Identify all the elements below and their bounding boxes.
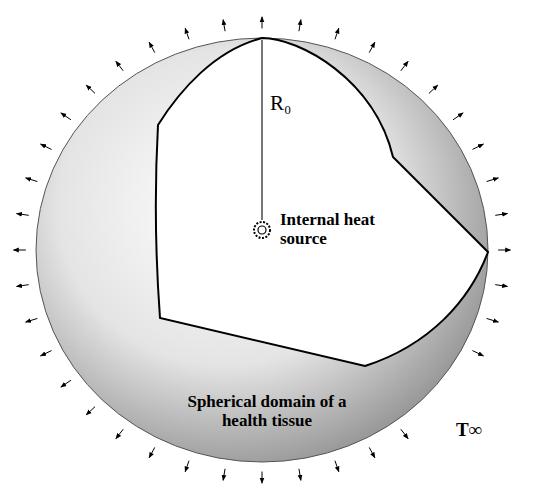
tissue-domain-label: Spherical domain of a health tissue [178, 393, 356, 430]
flux-arrow [223, 20, 225, 32]
flux-arrow [472, 144, 483, 149]
flux-arrow [472, 351, 483, 356]
flux-arrow [401, 61, 408, 70]
flux-arrow [262, 17, 263, 29]
heat-source-ring [254, 222, 270, 238]
heat-flux-arrows [13, 17, 510, 483]
flux-arrow [498, 250, 510, 251]
flux-arrow [262, 472, 263, 484]
flux-arrow [429, 85, 438, 93]
flux-arrow [61, 113, 71, 120]
heat-source-label: Internal heat source [280, 211, 398, 248]
flux-arrow [335, 461, 339, 472]
flux-arrow [40, 351, 51, 356]
flux-arrow [16, 285, 28, 287]
sphere-surface [36, 38, 488, 462]
flux-arrow [335, 28, 339, 39]
flux-arrow [369, 42, 375, 52]
ambient-temperature-label: T∞ [456, 420, 482, 441]
flux-arrow [487, 318, 499, 322]
flux-arrow [13, 250, 25, 251]
flux-arrow [369, 447, 375, 457]
flux-arrow [495, 285, 507, 287]
flux-arrow [61, 380, 71, 387]
flux-arrow [40, 144, 51, 149]
flux-arrow [495, 214, 507, 216]
flux-arrow [223, 469, 225, 481]
flux-arrow [149, 447, 155, 457]
heat-source-core [258, 226, 266, 234]
cut-face [156, 38, 488, 366]
flux-arrow [26, 178, 38, 182]
flux-arrow [16, 214, 28, 216]
flux-arrow [299, 20, 301, 32]
flux-arrow [185, 461, 189, 472]
flux-arrow [86, 85, 95, 93]
radius-label: R₀ [270, 92, 291, 115]
flux-arrow [26, 318, 38, 322]
flux-arrow [116, 429, 123, 438]
flux-arrow [185, 28, 189, 39]
flux-arrow [149, 42, 155, 52]
flux-arrow [401, 429, 408, 438]
radius-line [261, 40, 263, 220]
flux-arrow [86, 407, 95, 415]
flux-arrow [453, 113, 463, 120]
flux-arrow [299, 469, 301, 481]
flux-arrow [116, 61, 123, 70]
flux-arrow [487, 178, 499, 182]
